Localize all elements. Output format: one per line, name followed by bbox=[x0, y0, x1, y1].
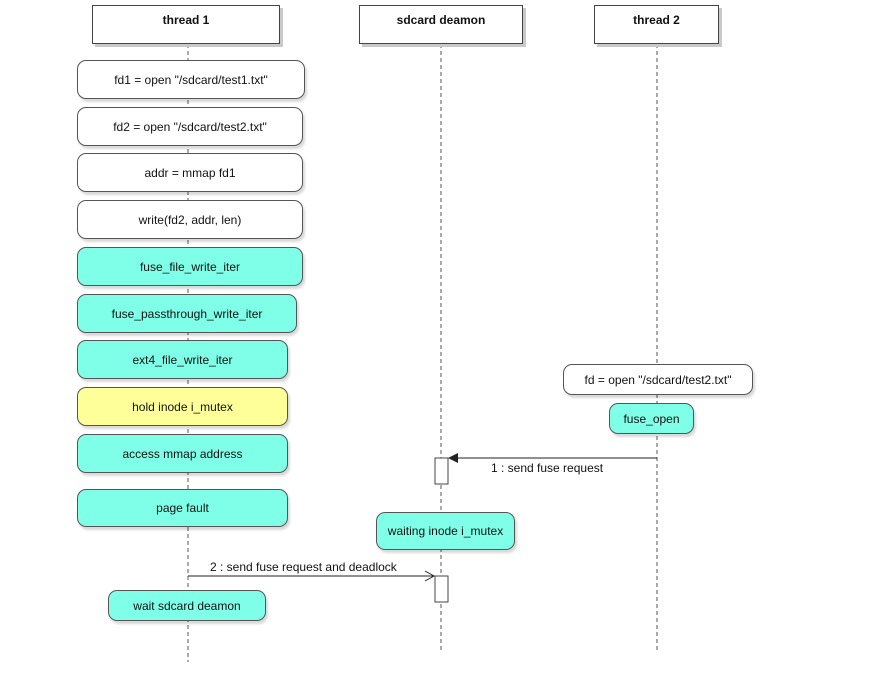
step-hold-inode-mutex: hold inode i_mutex bbox=[77, 387, 288, 426]
message-2-arrowhead bbox=[424, 570, 436, 582]
step-thread2-fuse-open: fuse_open bbox=[609, 403, 694, 434]
actor-thread-1-label: thread 1 bbox=[162, 13, 210, 27]
deamon-activation-2 bbox=[434, 575, 449, 603]
step-mmap: addr = mmap fd1 bbox=[77, 153, 303, 192]
step-thread2-open-fd: fd = open "/sdcard/test2.txt" bbox=[563, 364, 753, 395]
message-1-arrowhead bbox=[448, 453, 458, 463]
deamon-activation-1 bbox=[434, 457, 449, 485]
step-wait-sdcard-deamon: wait sdcard deamon bbox=[108, 590, 266, 621]
actor-sdcard-deamon: sdcard deamon bbox=[359, 5, 523, 44]
step-open-fd1: fd1 = open "/sdcard/test1.txt" bbox=[77, 60, 305, 99]
step-fuse-file-write-iter: fuse_file_write_iter bbox=[77, 247, 303, 286]
actor-thread-2: thread 2 bbox=[594, 5, 719, 44]
step-open-fd2: fd2 = open "/sdcard/test2.txt" bbox=[77, 107, 303, 146]
step-access-mmap-address: access mmap address bbox=[77, 434, 288, 473]
step-page-fault: page fault bbox=[77, 489, 288, 527]
step-deamon-waiting-mutex: waiting inode i_mutex bbox=[376, 512, 515, 550]
message-1-label: 1 : send fuse request bbox=[491, 461, 604, 475]
actor-thread-1: thread 1 bbox=[92, 5, 280, 44]
actor-thread-2-label: thread 2 bbox=[633, 13, 680, 27]
step-write: write(fd2, addr, len) bbox=[77, 200, 303, 239]
step-ext4-file-write-iter: ext4_file_write_iter bbox=[77, 340, 288, 379]
message-2-label: 2 : send fuse request and deadlock bbox=[210, 560, 397, 574]
step-fuse-passthrough-write-iter: fuse_passthrough_write_iter bbox=[77, 294, 297, 333]
actor-sdcard-deamon-label: sdcard deamon bbox=[396, 13, 486, 27]
